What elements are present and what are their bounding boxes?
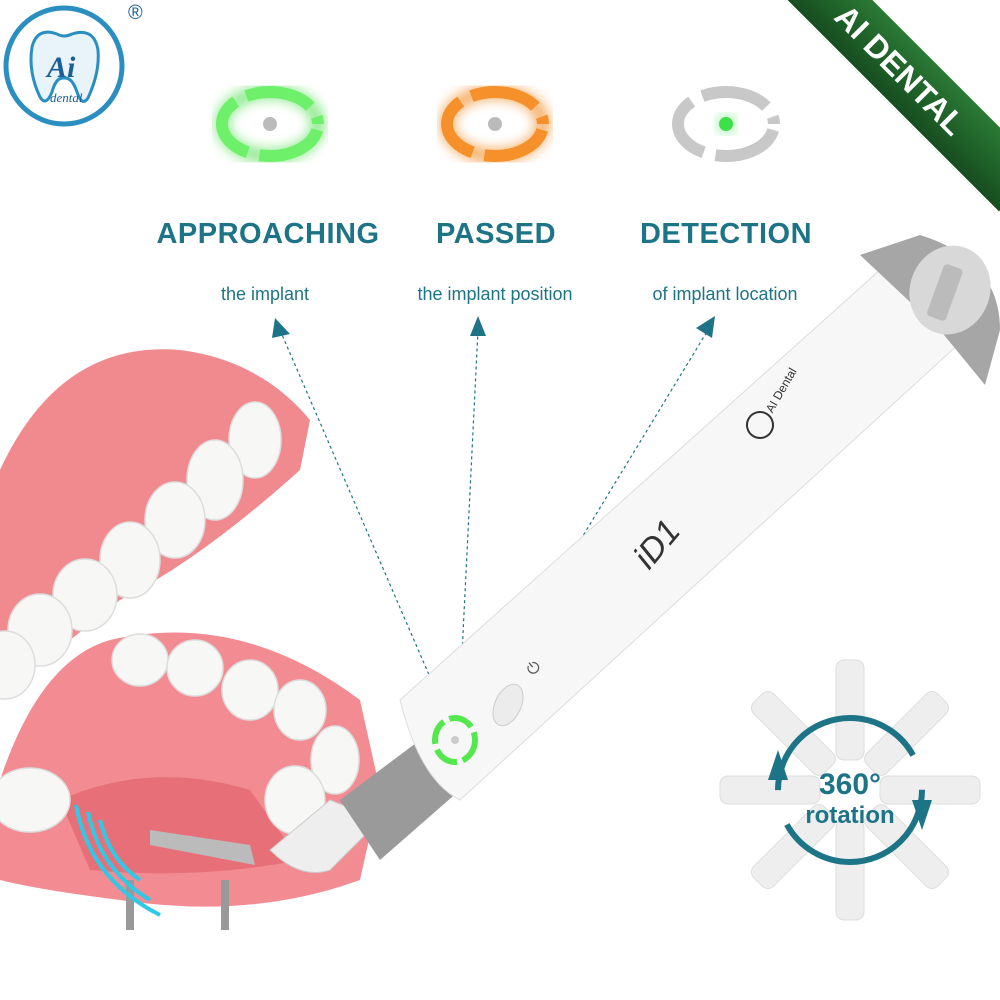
svg-text:Ai: Ai — [45, 51, 76, 84]
indicator-subtitle-passed: the implant position — [417, 284, 573, 304]
registered-mark: ® — [128, 2, 143, 24]
rotation-label: 360° rotation — [790, 768, 910, 830]
indicator-subtitle-detection: of implant location — [652, 284, 798, 304]
rotation-word: rotation — [805, 802, 895, 829]
indicator-title-approaching: APPROACHING — [156, 218, 380, 250]
implant-locator-device: AI Dental — [150, 235, 1000, 873]
orange-ring-indicator-icon — [440, 85, 550, 163]
svg-text:dental: dental — [50, 90, 83, 105]
green-ring-indicator-icon — [215, 85, 325, 163]
indicator-subtitle-approaching: the implant — [220, 284, 310, 304]
indicator-title-passed: PASSED — [435, 218, 557, 250]
brand-logo: Ai dental — [2, 2, 132, 132]
rotation-degrees: 360° — [818, 768, 882, 801]
rotation-graphic — [719, 659, 981, 921]
gray-ring-green-dot-icon — [672, 86, 780, 162]
indicator-title-detection: DETECTION — [639, 218, 813, 250]
